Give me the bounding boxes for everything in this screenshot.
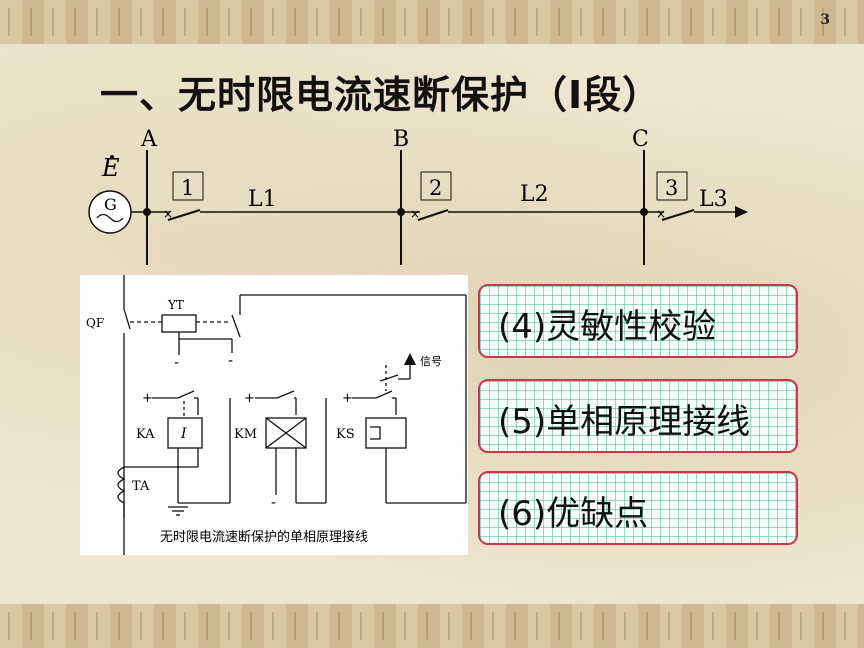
line-label-l3: L3 xyxy=(699,187,728,212)
breaker-1-blade xyxy=(167,209,201,221)
yt-label: YT xyxy=(167,298,184,312)
schematic-panel: QF YT - - 信号 + + + KA I KM KS - TA 无时限电流… xyxy=(80,275,468,555)
km-label: KM xyxy=(234,427,257,442)
ta-label: TA xyxy=(132,479,150,494)
topic-card-label: (5)单相原理接线 xyxy=(498,402,751,442)
breaker-3-number: 3 xyxy=(665,176,678,200)
schematic-caption: 无时限电流速断保护的单相原理接线 xyxy=(160,529,368,545)
top-border-pattern xyxy=(0,0,864,44)
breaker-3-blade xyxy=(661,209,695,221)
topic-card-pros-cons[interactable]: (6)优缺点 xyxy=(478,471,798,545)
ka-plus: + xyxy=(142,391,153,406)
generator-wave xyxy=(96,213,124,223)
bus-label-b: B xyxy=(393,127,409,152)
yt-minus: - xyxy=(174,355,179,371)
breaker-3-box xyxy=(656,171,688,201)
topic-card-label: (6)优缺点 xyxy=(498,494,649,534)
topic-card-sensitivity[interactable]: (4)灵敏性校验 xyxy=(478,284,798,358)
breaker-2-blade xyxy=(417,209,449,221)
line-label-l1: L1 xyxy=(248,187,277,212)
qf-label: QF xyxy=(86,316,104,330)
breaker-1-cross: × xyxy=(163,207,173,221)
topic-card-label: (4)灵敏性校验 xyxy=(498,307,717,347)
breaker-2-cross: × xyxy=(410,207,420,221)
breaker-2-box xyxy=(420,171,452,201)
yt-contact-minus: - xyxy=(228,353,233,369)
km-minus: - xyxy=(271,495,276,511)
ka-label: KA xyxy=(136,427,155,442)
single-phase-wiring-diagram: QF YT - - 信号 + + + KA I KM KS - TA 无时限电流… xyxy=(86,275,467,555)
ks-label: KS xyxy=(336,427,355,442)
generator-label: G xyxy=(104,195,117,214)
page-number: 3 xyxy=(820,12,830,28)
km-plus: + xyxy=(244,391,255,406)
breaker-2-number: 2 xyxy=(429,176,442,200)
breaker-3-cross: × xyxy=(656,207,666,221)
signal-label: 信号 xyxy=(420,355,442,368)
slide-title: 一、无时限电流速断保护（I段） xyxy=(100,73,662,117)
breaker-1-number: 1 xyxy=(181,176,194,200)
breaker-1-box xyxy=(172,171,204,201)
ka-current-symbol: I xyxy=(180,426,187,442)
line-l3-arrow xyxy=(735,206,748,218)
bottom-border-pattern xyxy=(0,604,864,648)
ks-plus: + xyxy=(342,391,353,406)
bus-label-c: C xyxy=(632,127,649,152)
topic-card-wiring[interactable]: (5)单相原理接线 xyxy=(478,379,798,453)
power-line-diagram: E G A B C × × × 1 2 3 L1 L2 L3 xyxy=(88,127,748,265)
line-label-l2: L2 xyxy=(520,182,549,207)
bus-label-a: A xyxy=(140,127,158,152)
emf-label: E xyxy=(101,154,120,182)
emf-dot xyxy=(110,155,114,159)
